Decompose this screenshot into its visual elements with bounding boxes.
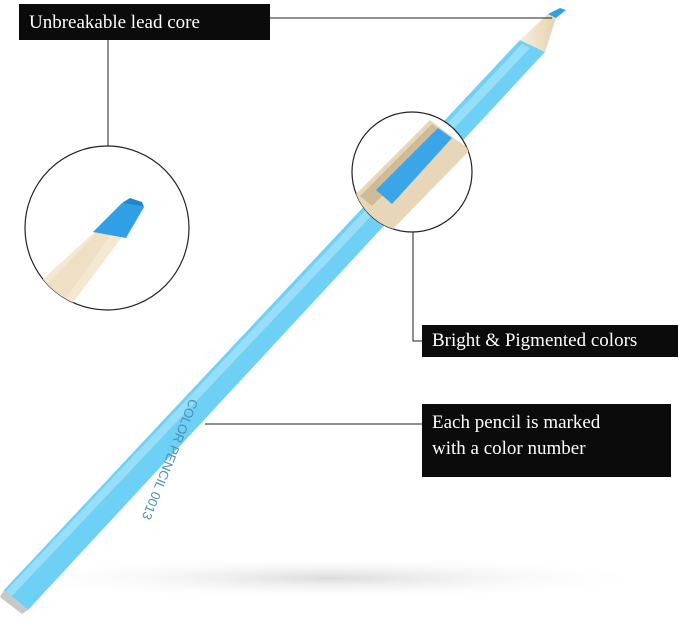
pencil-end [0, 590, 28, 614]
pigment-magnifier [351, 111, 473, 233]
callout-color-number-line1: Each pencil is marked [432, 412, 601, 433]
pencil-tip [548, 8, 566, 18]
lead-core-magnifier [24, 145, 190, 311]
callout-line-bright [412, 232, 422, 342]
callout-lead-core: Unbreakable lead core [19, 4, 270, 40]
callout-bright-colors-text: Bright & Pigmented colors [432, 330, 638, 351]
pencil: COLOR PENCIL 0013 [0, 8, 566, 614]
callout-lead-core-text: Unbreakable lead core [29, 12, 200, 33]
callout-color-number-line2: with a color number [432, 438, 586, 459]
callout-bright-colors: Bright & Pigmented colors [422, 325, 678, 357]
pencil-wood-cone [520, 14, 556, 52]
pencil-shadow [0, 556, 660, 600]
callout-color-number: Each pencil is marked with a color numbe… [422, 404, 671, 477]
